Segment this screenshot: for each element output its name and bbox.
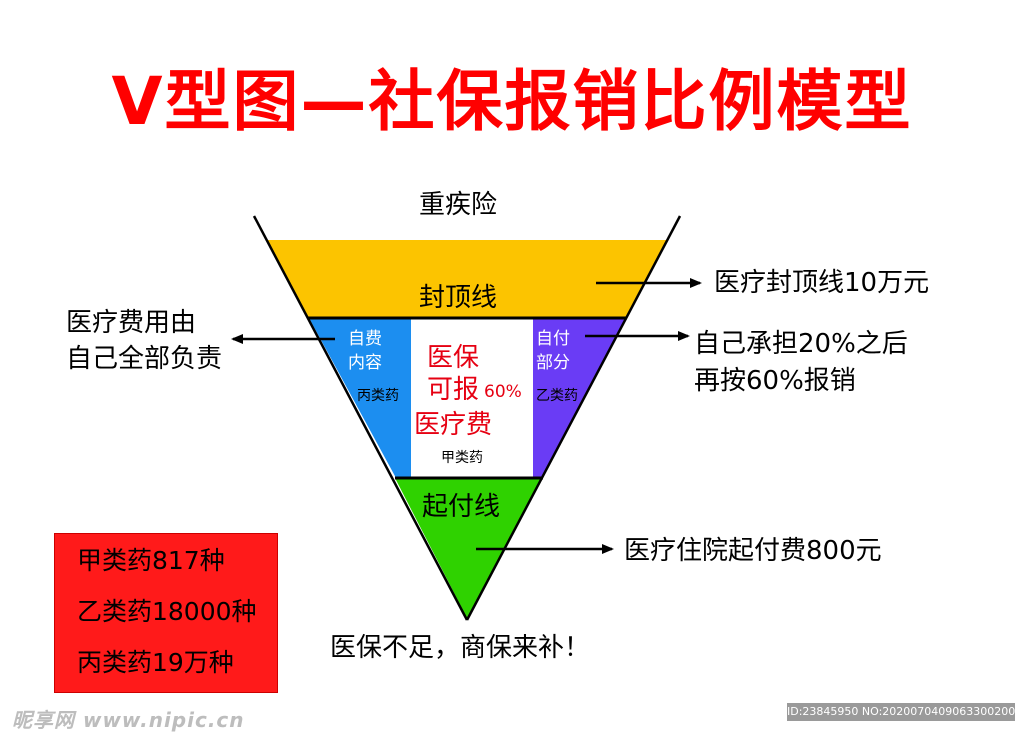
page-title: V型图—社保报销比例模型 (111, 63, 913, 140)
drug-count-box: 甲类药817种 乙类药18000种 丙类药19万种 (54, 533, 278, 693)
copay-part-line1: 自付 (536, 329, 570, 349)
watermark-id: ID:23845950 NO:20200704090633002000 (787, 703, 1022, 721)
self-pay-region (309, 318, 411, 478)
self-pay-drug-label: 丙类药 (357, 388, 399, 404)
self-pay-content-line1: 自费 (348, 329, 382, 349)
copay-region (533, 318, 627, 478)
center-region (411, 318, 533, 478)
bottom-note: 医保不足，商保来补！ (330, 633, 591, 663)
watermark-logo: 昵享网 www.nipic.cn (12, 708, 245, 732)
deductible-annotation: 医疗住院起付费800元 (624, 536, 882, 566)
top-label: 重疾险 (419, 190, 498, 220)
copay-part-line2: 部分 (536, 353, 570, 373)
self-pay-annotation-line1: 医疗费用由 (66, 308, 197, 338)
v-left-edge (252, 215, 469, 621)
cap-line-annotation: 医疗封顶线10万元 (714, 268, 930, 298)
deductible-band (395, 478, 543, 618)
center-drug-label: 甲类药 (441, 450, 483, 466)
self-pay-annotation-line2: 自己全部负责 (66, 344, 223, 374)
cap-band-label: 封顶线 (419, 283, 498, 313)
cap-band (266, 240, 668, 318)
deductible-label: 起付线 (422, 492, 501, 522)
copay-drug-label: 乙类药 (536, 388, 578, 404)
center-line1: 医保 (427, 343, 480, 373)
drug-count-class-b: 乙类药18000种 (77, 597, 257, 626)
copay-annotation-line2: 再按60%报销 (694, 366, 856, 396)
drug-count-class-c: 丙类药19万种 (77, 648, 234, 677)
copay-annotation-line1: 自己承担20%之后 (694, 329, 908, 359)
center-line3: 医疗费 (414, 410, 493, 440)
center-percent: 60% (484, 382, 522, 402)
self-pay-content-line2: 内容 (348, 353, 382, 373)
center-line2: 可报 (427, 375, 480, 405)
drug-count-class-a: 甲类药817种 (77, 546, 225, 575)
